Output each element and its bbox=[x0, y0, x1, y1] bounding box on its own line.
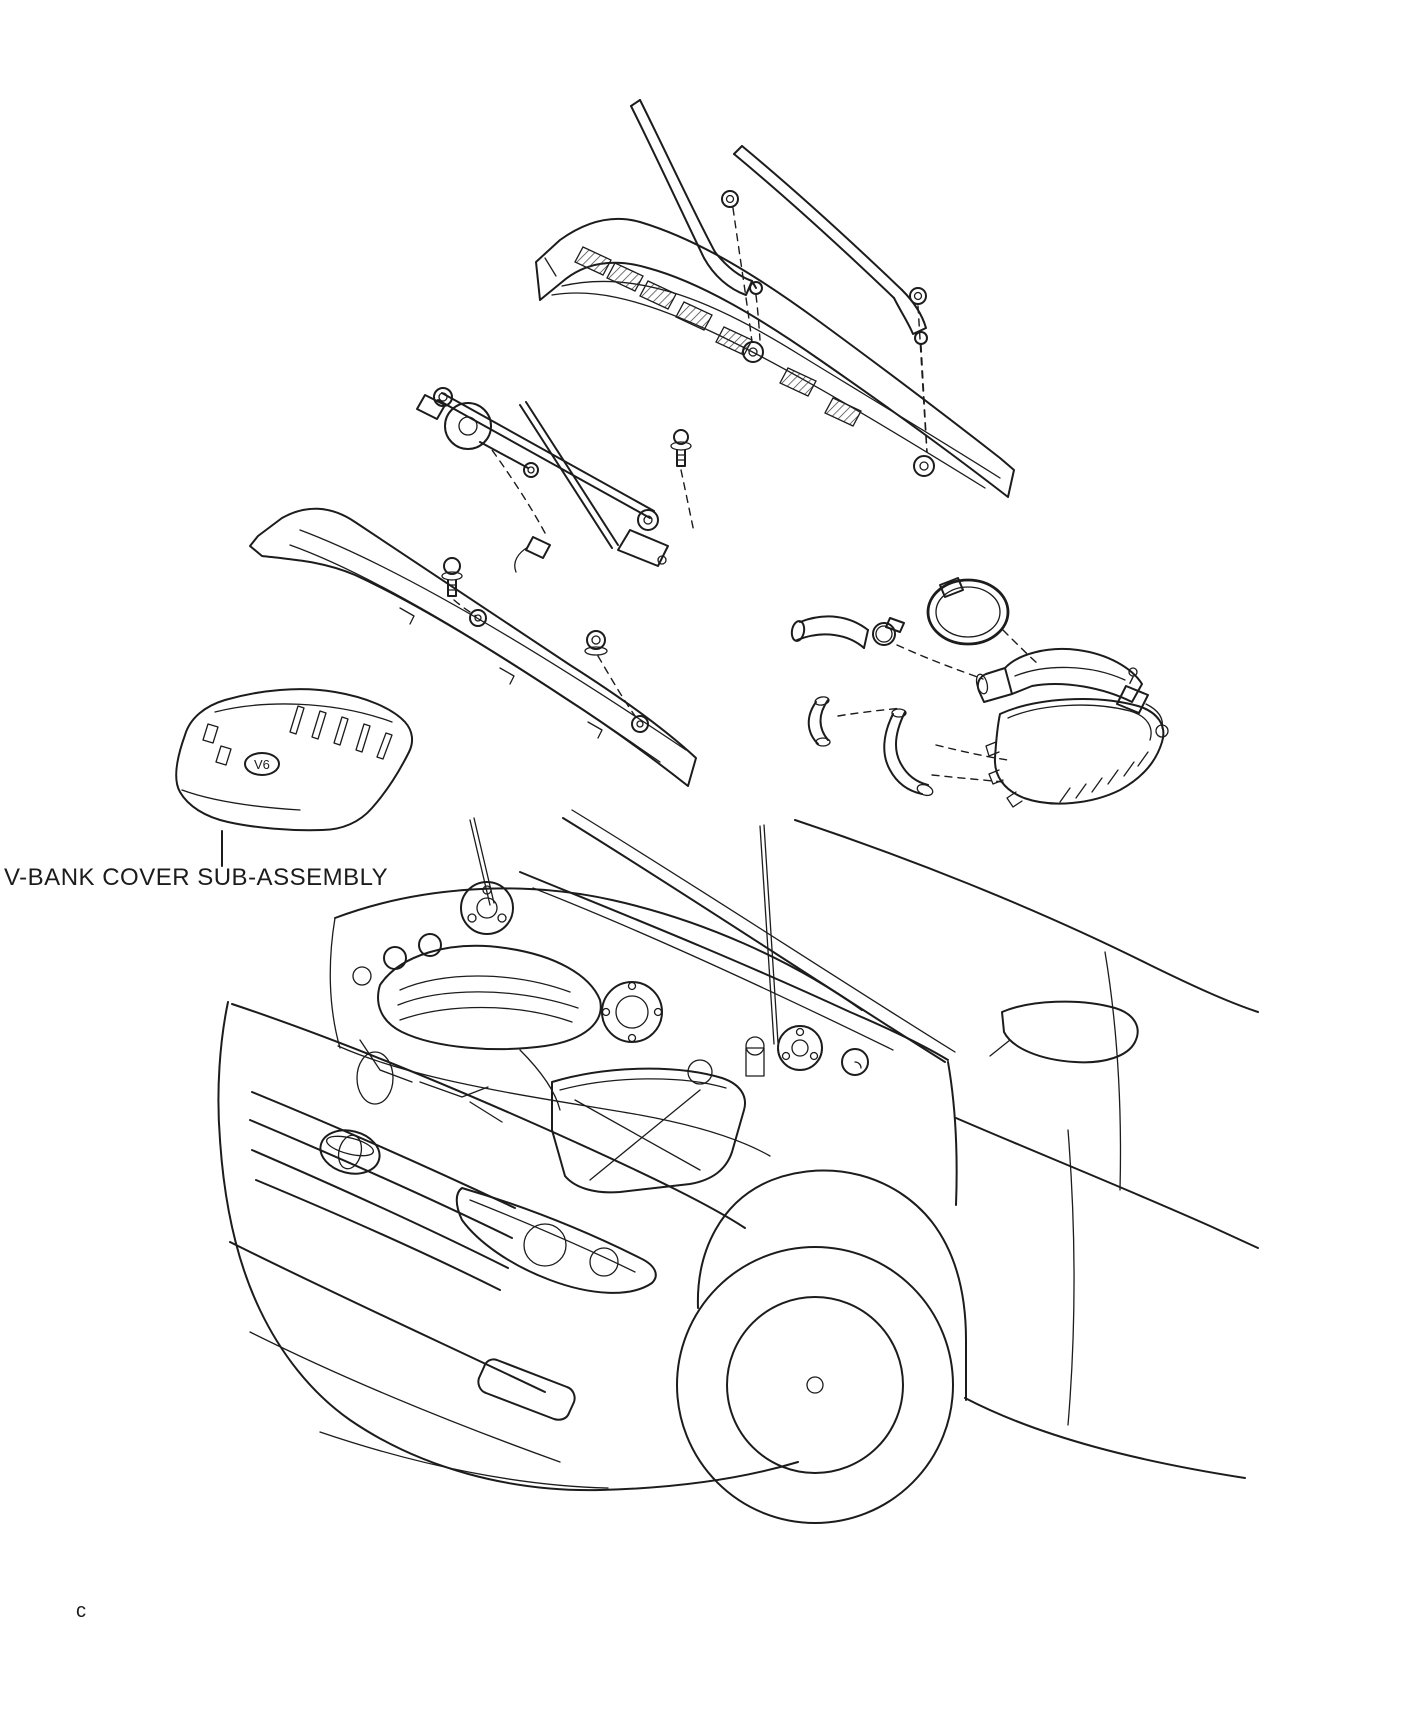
lower-cowl-fasteners bbox=[442, 558, 638, 720]
cowl-bolt bbox=[442, 558, 476, 616]
wiper-motor-connector bbox=[492, 450, 550, 572]
cover-rib-slots bbox=[203, 706, 392, 765]
page-marker: c bbox=[76, 1600, 86, 1622]
air-cleaner-cap bbox=[975, 649, 1142, 702]
vbank-cover-label: V-BANK COVER SUB-ASSEMBLY bbox=[4, 864, 389, 891]
engine-badge-text: V6 bbox=[254, 757, 270, 772]
vehicle-front-view bbox=[218, 810, 1258, 1523]
front-wheel bbox=[677, 1170, 966, 1523]
cowl-nut bbox=[585, 631, 638, 720]
headlamp bbox=[457, 1188, 656, 1293]
louver-vent-slots bbox=[575, 247, 861, 426]
engine-bay bbox=[330, 818, 868, 1192]
wiper-arm-driver bbox=[631, 100, 762, 295]
front-grille bbox=[250, 1092, 515, 1290]
side-mirror bbox=[990, 1002, 1138, 1063]
vacuum-hoses bbox=[809, 696, 1008, 798]
air-cleaner-group bbox=[790, 578, 1168, 807]
air-inlet-hose bbox=[790, 616, 868, 648]
linkage-bolt bbox=[671, 430, 694, 532]
wiper-arm-passenger bbox=[734, 146, 927, 344]
fog-lamp bbox=[478, 1359, 574, 1419]
hose-clamp-large bbox=[928, 578, 1008, 644]
air-cleaner-case bbox=[986, 699, 1163, 807]
v-bank-cover: V6 bbox=[176, 689, 412, 866]
cowl-top-ventilator-louver bbox=[536, 219, 1014, 497]
cowl-top-panel-lower bbox=[250, 509, 696, 786]
brand-emblem bbox=[316, 1124, 384, 1179]
hose-clamp-small bbox=[873, 618, 904, 645]
wiper-motor-linkage bbox=[417, 388, 694, 572]
